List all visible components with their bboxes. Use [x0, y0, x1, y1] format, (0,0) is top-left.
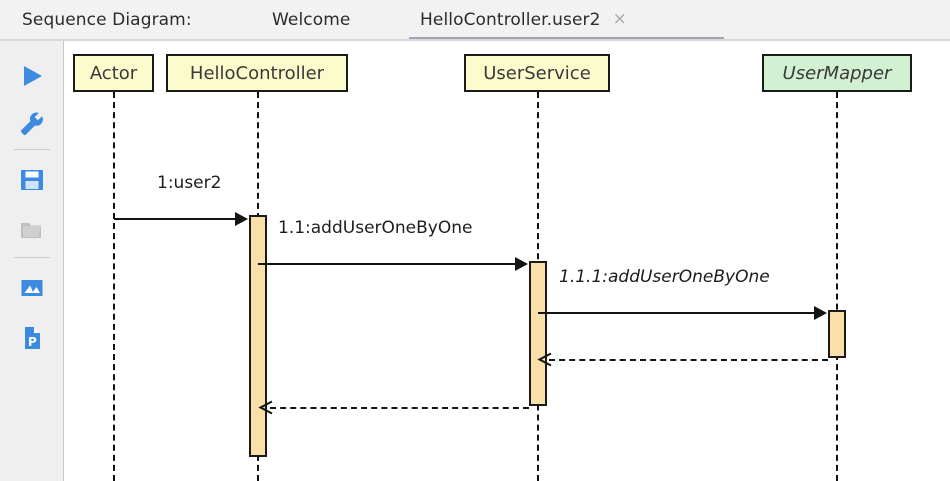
message-line-1: [114, 218, 236, 220]
run-icon[interactable]: [13, 57, 51, 95]
panel-title: Sequence Diagram:: [22, 0, 192, 39]
message-label-1-1: 1.1:addUserOneByOne: [278, 218, 473, 238]
message-label-1: 1:user2: [157, 173, 222, 193]
toolbar-divider-2: [14, 257, 50, 258]
message-line-1-1: [258, 263, 516, 265]
return-arrowhead-userservice-hellocontroller: [258, 400, 273, 415]
activation-usermapper[interactable]: [828, 310, 846, 358]
panel-title-text: Sequence Diagram:: [22, 9, 192, 30]
participant-hellocontroller[interactable]: HelloController: [166, 54, 348, 92]
message-line-1-1-1: [538, 312, 815, 314]
save-icon[interactable]: [13, 161, 51, 199]
participant-usermapper-label: UserMapper: [782, 62, 892, 84]
export-powerpoint-icon[interactable]: P: [13, 319, 51, 357]
diagram-canvas[interactable]: Actor HelloController UserService UserMa…: [65, 41, 950, 481]
activation-userservice[interactable]: [529, 261, 547, 406]
toolbar-divider-1: [14, 149, 50, 150]
svg-text:P: P: [28, 335, 37, 349]
return-line-usermapper-userservice: [549, 359, 828, 361]
tab-welcome[interactable]: Welcome: [272, 0, 350, 39]
lifeline-actor: [113, 92, 115, 481]
participant-hellocontroller-label: HelloController: [189, 62, 325, 84]
open-folder-icon[interactable]: [13, 211, 51, 249]
activation-hellocontroller[interactable]: [249, 215, 267, 457]
tab-hellocontroller-user2-label: HelloController.user2: [420, 9, 601, 30]
message-label-1-1-1: 1.1.1:addUserOneByOne: [559, 267, 770, 287]
participant-actor-label: Actor: [89, 62, 138, 84]
lifeline-usermapper: [836, 92, 838, 481]
close-icon[interactable]: ×: [612, 9, 627, 29]
participant-usermapper[interactable]: UserMapper: [762, 54, 912, 92]
tab-welcome-label: Welcome: [272, 9, 351, 30]
message-arrowhead-1-1: [515, 257, 528, 271]
return-arrowhead-usermapper-userservice: [537, 352, 552, 367]
tab-bar: Sequence Diagram: Welcome HelloControlle…: [0, 0, 950, 41]
export-image-icon[interactable]: [13, 269, 51, 307]
settings-wrench-icon[interactable]: [13, 105, 51, 143]
participant-userservice-label: UserService: [483, 62, 591, 84]
tab-bar-divider: [0, 39, 950, 41]
message-arrowhead-1: [235, 212, 248, 226]
message-arrowhead-1-1-1: [814, 306, 827, 320]
participant-userservice[interactable]: UserService: [464, 54, 610, 92]
return-line-userservice-hellocontroller: [270, 407, 529, 409]
left-toolbar: P: [0, 41, 64, 481]
tab-hellocontroller-user2[interactable]: HelloController.user2 ×: [420, 0, 627, 39]
participant-actor[interactable]: Actor: [73, 54, 154, 92]
